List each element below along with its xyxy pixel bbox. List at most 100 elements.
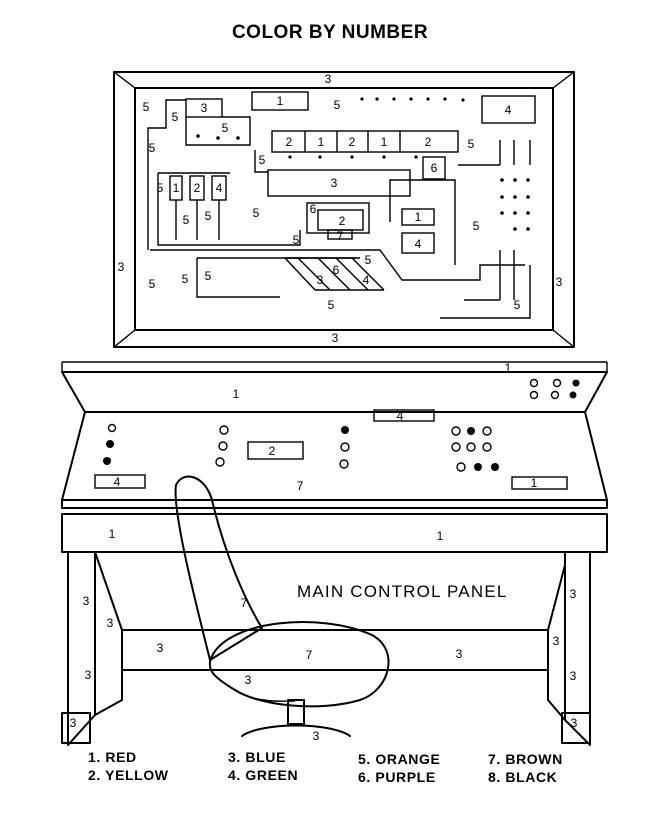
- num-monitor-frame: 3: [325, 72, 332, 86]
- circuit-line: [254, 150, 268, 173]
- svg-text:5: 5: [259, 153, 266, 167]
- console-ledge: [61, 499, 608, 509]
- legend-item: 3. BLUE: [228, 749, 286, 765]
- svg-text:4: 4: [415, 237, 422, 251]
- small-square: [422, 156, 446, 180]
- svg-text:1: 1: [173, 181, 180, 195]
- key-row: [271, 130, 459, 153]
- svg-text:3: 3: [201, 101, 208, 115]
- legend-item: 8. BLACK: [488, 769, 558, 785]
- svg-text:3: 3: [313, 729, 320, 743]
- svg-text:5: 5: [334, 98, 341, 112]
- circuit-line: [147, 99, 186, 250]
- legend-item: 5. ORANGE: [358, 751, 441, 767]
- svg-text:4: 4: [216, 181, 223, 195]
- frame-bevel: [552, 71, 575, 89]
- readout-top: [251, 91, 309, 111]
- frame-bevel: [113, 329, 136, 348]
- right-leg-outer: [564, 551, 591, 746]
- svg-text:5: 5: [149, 277, 156, 291]
- svg-text:6: 6: [431, 161, 438, 175]
- legend-item: 7. BROWN: [488, 751, 563, 767]
- region-numbers: 3 3 3 3 5 5 5 5 5 5 5 5 5 5 5 5 5 5 5 5 …: [70, 72, 578, 743]
- desk-legs: [61, 551, 591, 746]
- console-face: [61, 411, 608, 501]
- svg-text:1: 1: [531, 476, 538, 490]
- svg-text:3: 3: [118, 260, 125, 274]
- chair: [174, 475, 390, 737]
- svg-text:2: 2: [349, 135, 356, 149]
- svg-text:5: 5: [328, 298, 335, 312]
- svg-text:3: 3: [556, 275, 563, 289]
- svg-text:3: 3: [83, 594, 90, 608]
- svg-text:3: 3: [570, 587, 577, 601]
- svg-text:3: 3: [70, 716, 77, 730]
- chair-back: [174, 475, 263, 661]
- svg-text:3: 3: [456, 647, 463, 661]
- circuit-line: [196, 258, 280, 298]
- svg-text:4: 4: [397, 409, 404, 423]
- console-display: [247, 441, 304, 460]
- monitor-screen: [134, 87, 554, 331]
- svg-text:5: 5: [205, 209, 212, 223]
- svg-text:5: 5: [143, 100, 150, 114]
- svg-text:5: 5: [182, 272, 189, 286]
- legend-item: 2. YELLOW: [88, 767, 169, 783]
- svg-text:6: 6: [333, 263, 340, 277]
- svg-text:1: 1: [381, 135, 388, 149]
- svg-text:7: 7: [306, 648, 313, 662]
- legend-item: 4. GREEN: [228, 767, 299, 783]
- monitor: [113, 71, 575, 348]
- svg-text:5: 5: [365, 253, 372, 267]
- wide-bar: [267, 169, 411, 197]
- circuit-line: [157, 173, 301, 246]
- chair-base: [241, 724, 351, 737]
- svg-text:7: 7: [241, 596, 248, 610]
- svg-text:1: 1: [277, 94, 284, 108]
- circuit-line: [389, 179, 456, 265]
- monitor-outer-frame: [113, 71, 575, 348]
- svg-text:2: 2: [269, 444, 276, 458]
- svg-text:5: 5: [149, 141, 156, 155]
- svg-text:5: 5: [172, 110, 179, 124]
- legend-column-3: 5. ORANGE 6. PURPLE: [358, 750, 440, 786]
- readout-top-right: [481, 95, 536, 124]
- legend-column-1: 1. RED 2. YELLOW: [88, 748, 169, 784]
- right-cell-2: [401, 232, 435, 254]
- svg-text:4: 4: [114, 475, 121, 489]
- svg-text:3: 3: [85, 668, 92, 682]
- console-slot-left: [94, 474, 146, 489]
- svg-text:5: 5: [468, 137, 475, 151]
- console-rail: [61, 513, 608, 553]
- svg-text:4: 4: [505, 103, 512, 117]
- svg-text:1: 1: [318, 135, 325, 149]
- svg-text:2: 2: [286, 135, 293, 149]
- svg-text:3: 3: [157, 641, 164, 655]
- svg-text:3: 3: [571, 716, 578, 730]
- svg-text:1: 1: [505, 361, 512, 375]
- svg-text:7: 7: [337, 229, 344, 243]
- console-slot-top: [373, 409, 435, 422]
- svg-text:3: 3: [570, 669, 577, 683]
- console-top-panel: [61, 371, 608, 413]
- legend-column-2: 3. BLUE 4. GREEN: [228, 748, 298, 784]
- svg-text:5: 5: [205, 269, 212, 283]
- frame-bevel: [113, 71, 136, 89]
- legend-item: 6. PURPLE: [358, 769, 436, 785]
- frame-bevel: [552, 329, 575, 348]
- svg-text:1: 1: [233, 387, 240, 401]
- svg-text:3: 3: [107, 616, 114, 630]
- svg-text:1: 1: [415, 210, 422, 224]
- legend-item: 1. RED: [88, 749, 137, 765]
- chair-stem: [287, 699, 305, 725]
- main-control-panel-caption: MAIN CONTROL PANEL: [297, 582, 508, 601]
- svg-text:3: 3: [553, 634, 560, 648]
- console: [61, 361, 608, 553]
- circuit-block: [185, 116, 251, 146]
- svg-text:3: 3: [317, 273, 324, 287]
- console-buttons: [103, 378, 580, 472]
- svg-text:3: 3: [332, 331, 339, 345]
- indicator-dots: [196, 97, 465, 159]
- right-cell-1: [401, 208, 435, 226]
- small-panel-tab: [327, 229, 353, 240]
